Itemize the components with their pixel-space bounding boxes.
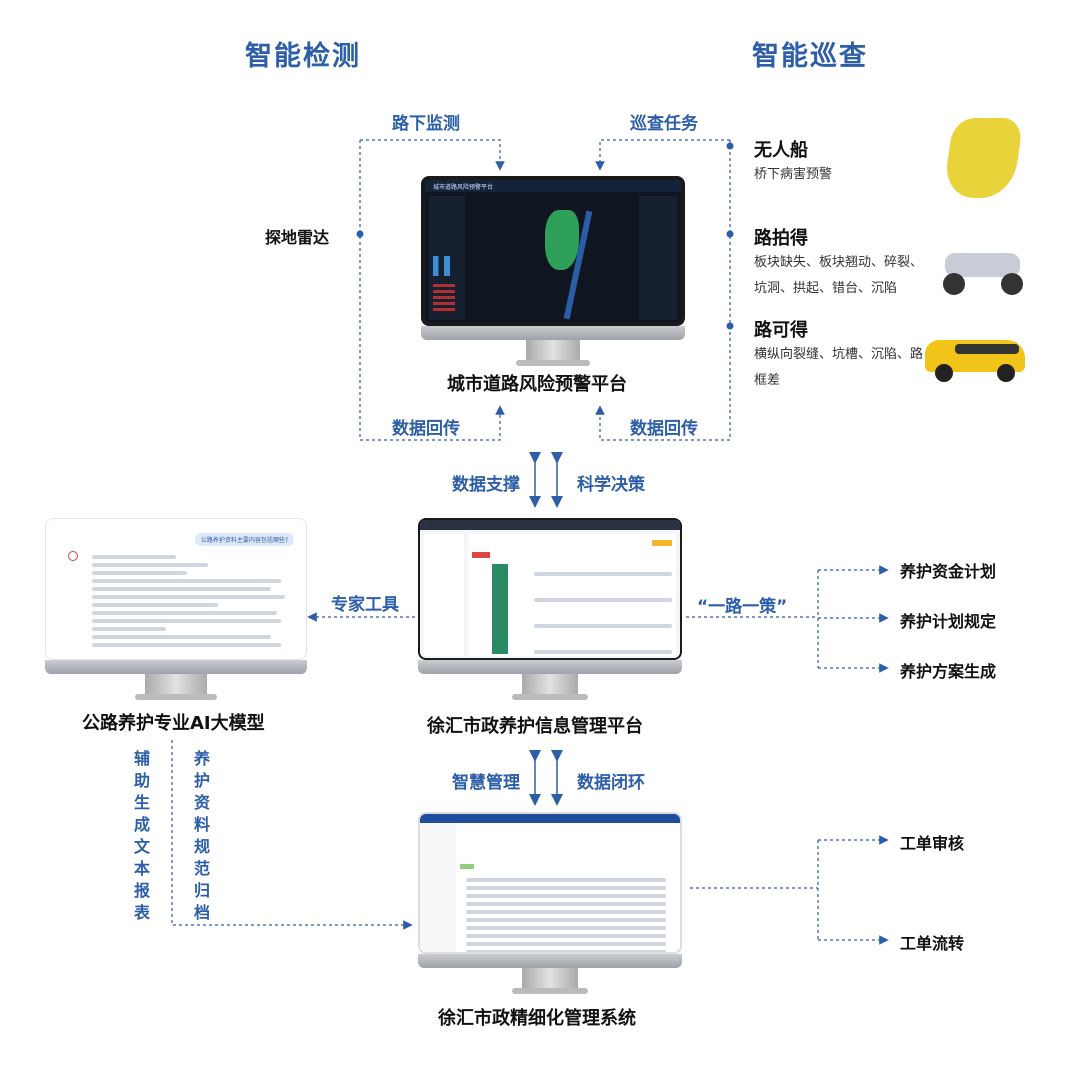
label-smart-management: 智慧管理 — [452, 773, 520, 793]
label-data-return-right: 数据回传 — [630, 419, 698, 439]
label-expert-tools: 专家工具 — [331, 595, 399, 615]
ai-model-screen: 公路养护资料主要内容包括哪些? — [45, 518, 307, 660]
inspection-car-icon — [925, 330, 1030, 382]
vertical-label-archive: 养护资料规范归档 — [193, 749, 210, 922]
device-road-car: 路可得 横纵向裂缝、坑槽、沉陷、路框差 — [754, 316, 924, 394]
label-ground-radar: 探地雷达 — [265, 228, 330, 247]
device-desc: 横纵向裂缝、坑槽、沉陷、路框差 — [754, 347, 924, 388]
label-one-road-one-policy: “一路一策” — [697, 597, 788, 617]
ai-model-monitor: 公路养护资料主要内容包括哪些? — [45, 518, 307, 700]
device-usv: 无人船 桥下病害预警 — [754, 136, 924, 188]
device-desc: 桥下病害预警 — [754, 167, 833, 182]
device-title: 无人船 — [754, 140, 808, 161]
output-fund-plan: 养护资金计划 — [900, 562, 997, 581]
status-column — [492, 564, 508, 654]
info-platform-caption: 徐汇市政养护信息管理平台 — [427, 716, 643, 737]
risk-platform-caption: 城市道路风险预警平台 — [447, 374, 627, 395]
device-desc: 板块缺失、板块翘动、碎裂、坑洞、拱起、错台、沉陷 — [754, 255, 924, 296]
device-road-camera: 路拍得 板块缺失、板块翘动、碎裂、坑洞、拱起、错台、沉陷 — [754, 224, 924, 302]
device-title: 路可得 — [754, 320, 808, 341]
output-scheme-generation: 养护方案生成 — [900, 662, 997, 681]
fine-system-caption: 徐汇市政精细化管理系统 — [438, 1008, 636, 1029]
scooter-icon — [935, 225, 1030, 297]
label-data-loop: 数据闭环 — [577, 773, 645, 793]
vertical-label-report: 辅助生成文本报表 — [133, 749, 150, 922]
label-data-support: 数据支撑 — [452, 475, 520, 495]
label-scientific-decision: 科学决策 — [577, 475, 645, 495]
label-data-return-left: 数据回传 — [392, 419, 460, 439]
section-title-patrol: 智能巡查 — [752, 41, 868, 72]
info-platform-monitor — [418, 518, 682, 700]
section-title-detection: 智能检测 — [245, 41, 361, 72]
info-platform-screen — [418, 518, 682, 660]
risk-platform-screen: 城市道路风险预警平台 — [421, 176, 685, 326]
map-highlight-area — [545, 210, 579, 270]
output-plan-rules: 养护计划规定 — [900, 612, 997, 631]
label-underground-monitoring: 路下监测 — [392, 114, 460, 134]
risk-platform-monitor: 城市道路风险预警平台 — [421, 176, 685, 366]
ai-question-bubble: 公路养护资料主要内容包括哪些? — [194, 533, 294, 546]
output-order-review: 工单审核 — [900, 834, 965, 853]
output-order-flow: 工单流转 — [900, 934, 965, 953]
fine-system-monitor — [418, 812, 682, 994]
ai-model-caption: 公路养护专业AI大模型 — [82, 713, 265, 734]
fine-system-screen — [418, 812, 682, 954]
device-title: 路拍得 — [754, 228, 808, 249]
screen-title: 城市道路风险预警平台 — [425, 180, 681, 192]
label-patrol-task: 巡查任务 — [630, 114, 698, 134]
